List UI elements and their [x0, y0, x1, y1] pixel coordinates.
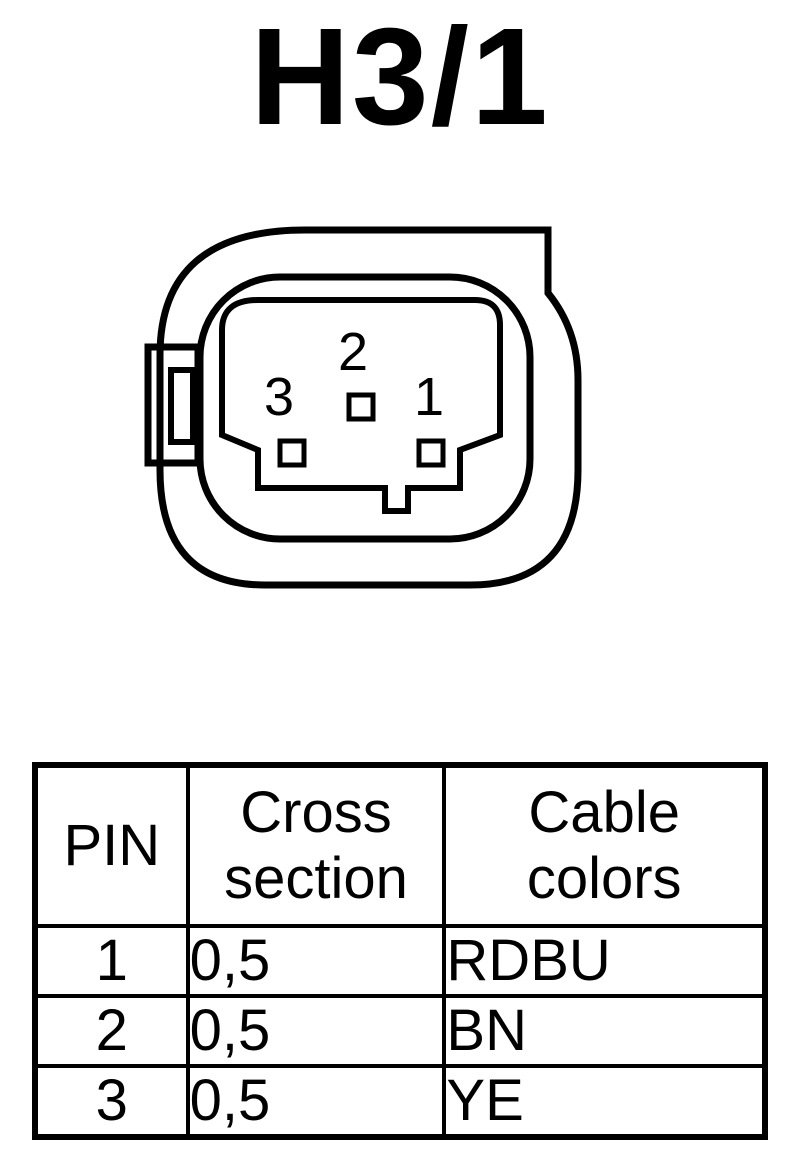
connector-pin-cavity	[219, 297, 503, 514]
table-header-row: PIN Cross section Cable colors	[33, 763, 767, 928]
row-cross-section: 0,5	[185, 1064, 447, 1139]
row-cross-section: 0,5	[185, 924, 447, 998]
row-pin: 2	[33, 994, 190, 1068]
connector-housing-outline	[156, 226, 582, 589]
row-pin: 1	[33, 924, 190, 998]
header-pin: PIN	[33, 763, 190, 928]
row-cable-color: BN	[442, 994, 767, 1068]
header-cable-colors-text: Cable colors	[526, 780, 682, 911]
row-pin: 3	[33, 1064, 190, 1139]
pin-3-contact	[277, 438, 307, 468]
table-row: 1 0,5 RDBU	[33, 924, 767, 998]
connector-diagram: 2 3 1	[144, 226, 582, 589]
table-row: 2 0,5 BN	[33, 994, 767, 1068]
pin-table: PIN Cross section Cable colors 1 0,5 RDB…	[32, 762, 768, 1140]
pin-2-contact	[346, 392, 376, 422]
pin-2-label: 2	[338, 322, 368, 382]
header-cross-section-text: Cross section	[224, 780, 408, 911]
row-cross-section: 0,5	[185, 994, 447, 1068]
pin-3-label: 3	[264, 367, 294, 427]
pin-1-label: 1	[414, 367, 444, 427]
connector-seal-ring	[196, 273, 534, 543]
page-title: H3/1	[250, 0, 550, 154]
row-cable-color: RDBU	[442, 924, 767, 998]
connector-latch-slot	[168, 367, 196, 445]
table-row: 3 0,5 YE	[33, 1064, 767, 1139]
row-cable-color: YE	[442, 1064, 767, 1139]
pin-1-contact	[416, 438, 446, 468]
header-cable-colors: Cable colors	[442, 763, 767, 928]
header-cross-section: Cross section	[185, 763, 447, 928]
